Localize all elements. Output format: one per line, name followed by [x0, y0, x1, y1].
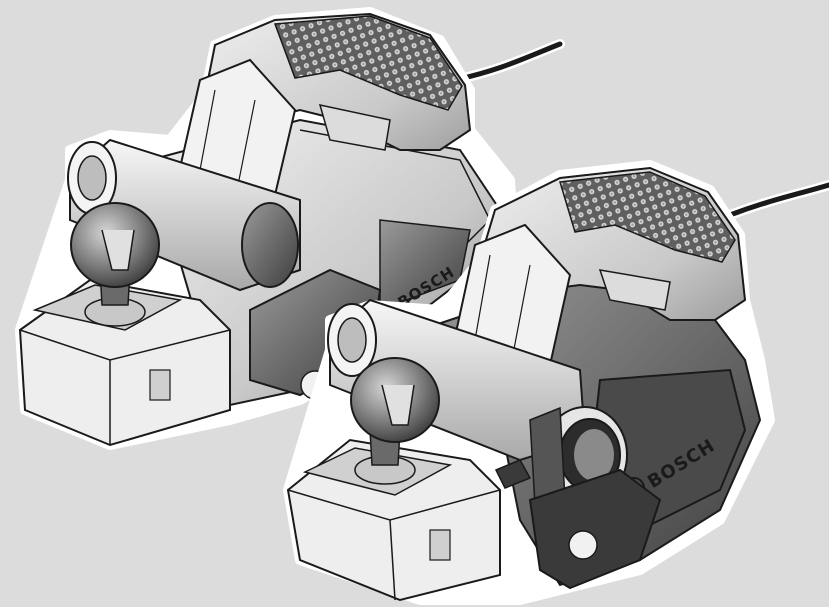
depth-knob-front — [350, 357, 440, 485]
grip-texture-back — [273, 15, 463, 111]
parking-shoe — [494, 459, 532, 489]
switch-icon-front — [568, 530, 598, 560]
grip-texture-front — [559, 171, 736, 263]
planer-front: BOSCH — [283, 160, 829, 605]
depth-knob-back — [70, 202, 160, 327]
